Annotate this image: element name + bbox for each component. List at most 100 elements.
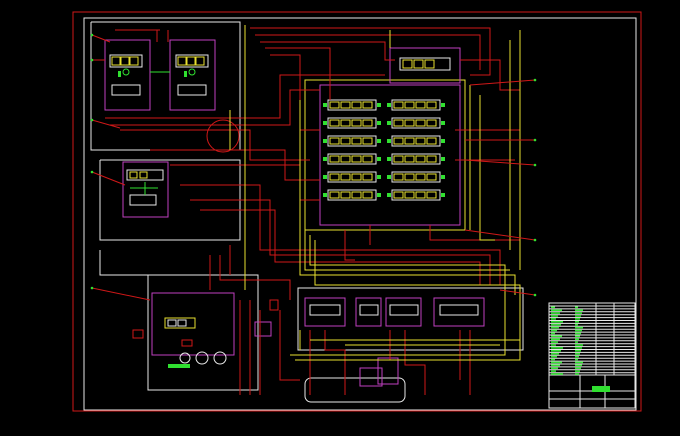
leader-dot: [90, 170, 94, 174]
parts-list-entry: [551, 321, 563, 323]
valve-spool-cell: [340, 137, 351, 145]
valve-spool-cell: [329, 173, 340, 181]
valve-spool: [391, 189, 441, 201]
valve-solenoid: [323, 193, 327, 197]
valve-spool-cell: [362, 119, 373, 127]
leader-dot: [90, 118, 94, 122]
valve-spool-cell: [362, 191, 373, 199]
parts-list-entry: [575, 370, 580, 372]
leader-line: [91, 171, 126, 186]
valve-spool-cell: [340, 119, 351, 127]
valve-spool-cell: [340, 155, 351, 163]
valve-spool-cell: [415, 191, 426, 199]
valve-spool-cell: [426, 101, 437, 109]
pilot-line: [290, 235, 506, 356]
valve-solenoid: [387, 193, 391, 197]
leader-dot: [533, 163, 537, 167]
leader-dot: [533, 293, 537, 297]
leader-dot: [533, 78, 537, 82]
parts-list-entry: [551, 373, 563, 375]
tank: [254, 299, 406, 403]
valve-spool-cell: [404, 101, 415, 109]
valve-spool-cell: [351, 155, 362, 163]
pressure-line: [260, 41, 395, 61]
valve-spool-cell: [362, 101, 373, 109]
valve-spool-cell: [329, 101, 340, 109]
parts-list-entry: [551, 367, 558, 369]
parts-list-entry: [575, 373, 579, 375]
valve-solenoid: [441, 193, 445, 197]
parts-list-entry: [551, 338, 560, 340]
frame-left-upper: [90, 21, 241, 276]
valve-spool-cell: [404, 119, 415, 127]
parts-list-entry: [551, 352, 559, 355]
parts-list-entry: [551, 323, 561, 326]
valve-spool-cell: [351, 119, 362, 127]
pressure-line: [190, 199, 491, 285]
valve-solenoid: [441, 175, 445, 179]
parts-list-entry: [575, 352, 580, 355]
pressure-line: [279, 310, 300, 381]
valve-spool-cell: [393, 137, 404, 145]
valve-block-middle-left: [122, 161, 169, 218]
parts-list-entry: [551, 370, 556, 372]
valve-spool-cell: [393, 119, 404, 127]
valve-spool-cell: [415, 137, 426, 145]
valve-spool-cell: [393, 155, 404, 163]
parts-list-entry: [575, 338, 579, 340]
parts-list-entry: [575, 323, 578, 326]
pilot-line: [304, 230, 510, 271]
parts-list-rows: [549, 305, 635, 375]
outer-border: [72, 11, 642, 412]
valve-spool-cell: [351, 137, 362, 145]
valve-solenoid: [387, 139, 391, 143]
leader-line: [91, 287, 151, 301]
parts-list-entry: [575, 341, 578, 343]
pilot-line: [295, 240, 521, 361]
valve-spool-cell: [426, 119, 437, 127]
pressure-line: [200, 209, 481, 285]
valve-spool-cell: [415, 173, 426, 181]
parts-list-entry: [551, 355, 557, 358]
parts-list-entry: [575, 315, 581, 317]
valve-solenoid: [387, 121, 391, 125]
valve-spool: [391, 117, 441, 129]
valve-spool-cell: [329, 119, 340, 127]
parts-list-entry: [551, 312, 560, 314]
valve-solenoid: [323, 175, 327, 179]
valve-spool-cell: [351, 173, 362, 181]
valve-spool-cell: [393, 101, 404, 109]
parts-list-entry: [551, 315, 558, 317]
valve-block-top-left-1: [104, 39, 151, 111]
parts-list-entry: [575, 318, 580, 320]
valve-solenoid: [441, 103, 445, 107]
valve-spool-cell: [362, 137, 373, 145]
valve-spool-cell: [426, 155, 437, 163]
valve-spool-cell: [351, 101, 362, 109]
detail-circle: [206, 119, 240, 153]
parts-list-entry: [551, 341, 558, 343]
valve-spool: [391, 135, 441, 147]
valve-spool-cell: [426, 173, 437, 181]
parts-list-entry: [575, 312, 582, 314]
inner-border: [83, 17, 637, 411]
leader-lines: [90, 33, 537, 301]
valve-spool-cell: [351, 191, 362, 199]
parts-list-entry: [551, 335, 562, 338]
parts-list-entry: [551, 306, 555, 309]
valve-solenoid: [377, 193, 381, 197]
valve-solenoid: [441, 139, 445, 143]
valve-spool: [327, 189, 377, 201]
valve-solenoid: [441, 121, 445, 125]
parts-list-entry: [575, 321, 579, 323]
leader-dot: [533, 138, 537, 142]
parts-list-entry: [575, 355, 579, 358]
parts-list-entry: [575, 335, 580, 338]
leader-line: [469, 79, 536, 86]
pressure-line: [250, 27, 491, 76]
valve-spool-cell: [340, 101, 351, 109]
valve-block-top-left-2: [169, 39, 216, 111]
parts-list-entry: [575, 358, 578, 361]
